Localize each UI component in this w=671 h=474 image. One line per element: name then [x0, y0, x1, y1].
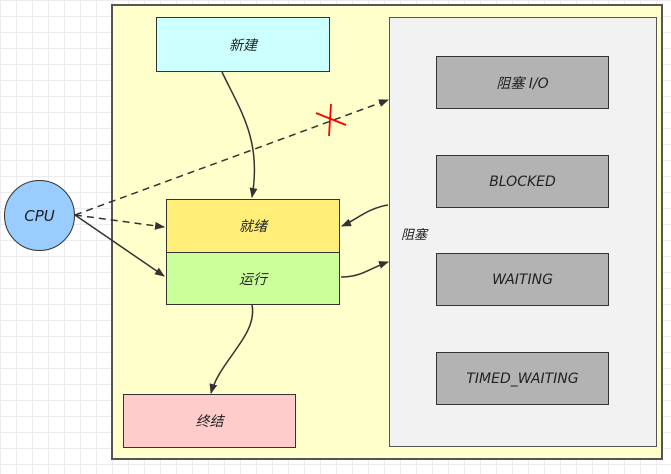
cpu-node: CPU — [4, 180, 75, 251]
cross-mark — [315, 103, 347, 137]
edge-cpu-to-ready — [74, 214, 165, 230]
blocked-panel-label: 阻塞 — [401, 228, 428, 243]
blocked-state: BLOCKED — [436, 155, 609, 208]
waiting-state: WAITING — [436, 253, 609, 306]
edge-cpu-to-blocked-io — [74, 99, 389, 216]
edge-new-to-ready — [221, 71, 258, 198]
state-new: 新建 — [156, 17, 330, 72]
blocked-io-state: 阻塞 I/O — [436, 56, 609, 109]
edge-cpu-to-running — [74, 214, 165, 277]
state-running: 运行 — [166, 252, 340, 305]
state-ready: 就绪 — [166, 199, 340, 253]
timed-waiting-state: TIMED_WAITING — [436, 352, 609, 405]
edge-blocked-to-ready — [341, 204, 389, 227]
edge-running-to-terminated — [209, 304, 254, 394]
edge-running-to-blocked — [340, 261, 389, 278]
state-terminated: 终结 — [123, 394, 296, 448]
